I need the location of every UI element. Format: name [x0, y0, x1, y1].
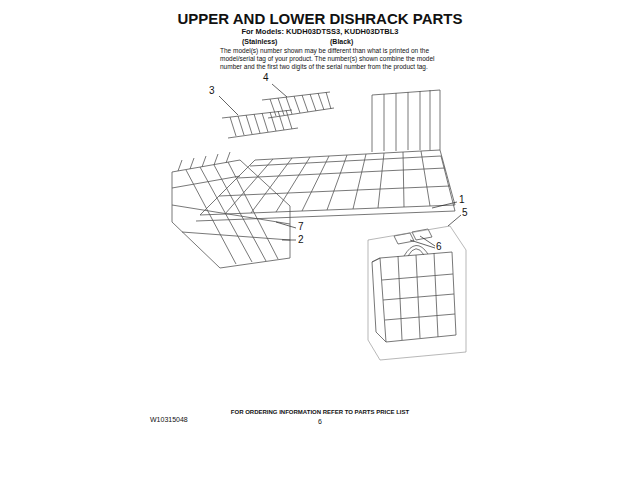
- model-list: For Models: KUDH03DTSS3, KUDH03DTBL3: [0, 28, 640, 37]
- ordering-note: FOR ORDERING INFORMATION REFER TO PARTS …: [0, 409, 640, 416]
- callout-number: 7: [298, 221, 304, 233]
- callout-number: 3: [209, 85, 215, 97]
- callout-number: 5: [462, 207, 468, 219]
- callout-number: 2: [298, 234, 304, 246]
- model-note: The model(s) number shown may be differe…: [220, 47, 446, 70]
- callout-number: 1: [459, 194, 465, 206]
- page-title: UPPER AND LOWER DISHRACK PARTS: [0, 10, 640, 27]
- page-number: 6: [0, 418, 640, 426]
- document-number: W10315048: [150, 416, 188, 424]
- callout-number: 4: [263, 72, 269, 84]
- finish-label: (Black): [330, 38, 353, 46]
- callout-number: 6: [436, 241, 442, 253]
- finish-label: (Stainless): [242, 38, 277, 46]
